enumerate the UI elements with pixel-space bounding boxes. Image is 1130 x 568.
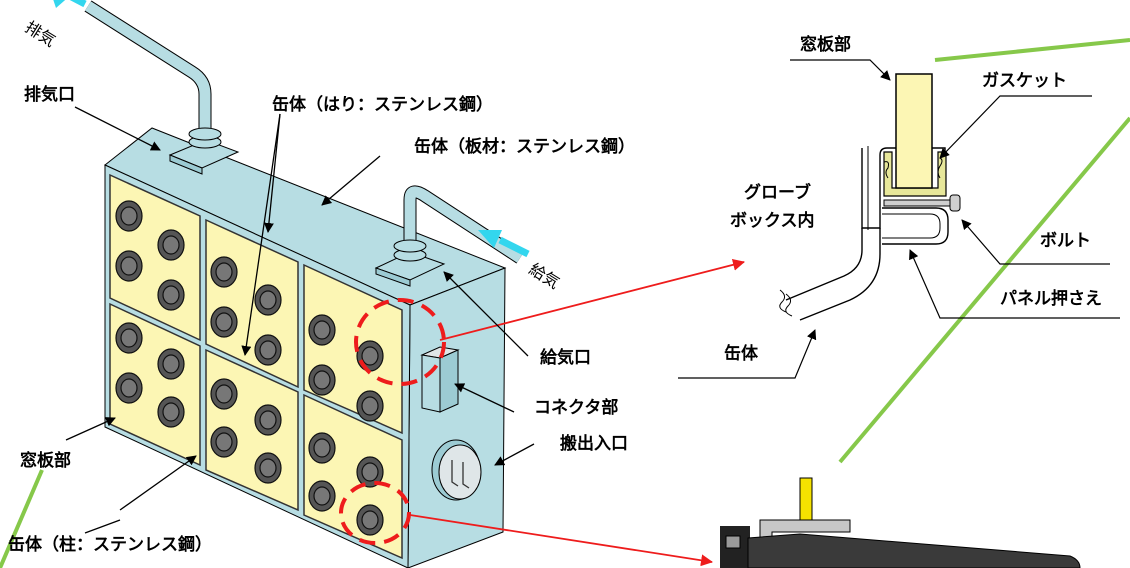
callout-arrow-detail-top bbox=[439, 258, 745, 341]
glove-port bbox=[356, 340, 384, 372]
highlight-circle-window-joint bbox=[354, 298, 446, 386]
leader-supply-port bbox=[443, 271, 529, 357]
glove-port bbox=[254, 404, 282, 436]
glove-port bbox=[210, 256, 238, 288]
leader-beam-2 bbox=[241, 113, 281, 356]
leader-window-panel bbox=[65, 417, 116, 441]
label-bolt: ボルト bbox=[1040, 231, 1091, 251]
label-glovebox-line2: ボックス内 bbox=[730, 211, 815, 231]
glove-port bbox=[210, 426, 238, 458]
leader-detail-gasket bbox=[939, 95, 1092, 159]
label-pillar: 缶体（柱：ステンレス鋼） bbox=[8, 535, 212, 555]
label-window-panel: 窓板部 bbox=[20, 451, 71, 471]
label-exhaust-port: 排気口 bbox=[24, 85, 75, 105]
leader-exhaust-port bbox=[74, 106, 161, 151]
glove-ports bbox=[115, 200, 384, 536]
glove-port bbox=[308, 432, 336, 464]
label-transfer-port: 搬出入口 bbox=[560, 434, 628, 454]
supply-pipe bbox=[374, 185, 524, 287]
label-gasket: ガスケット bbox=[982, 71, 1067, 91]
label-detail-window-panel: 窓板部 bbox=[800, 35, 851, 55]
label-plate: 缶体（板材：ステンレス鋼） bbox=[414, 137, 635, 157]
highlight-circle-bottom-joint bbox=[339, 481, 411, 545]
detail-bolt bbox=[883, 199, 955, 207]
label-beam: 缶体（はり：ステンレス鋼） bbox=[272, 95, 493, 115]
glove-port bbox=[157, 229, 185, 261]
cross-section-detail bbox=[678, 59, 1120, 379]
accent-line-left bbox=[0, 469, 44, 568]
glove-port bbox=[157, 396, 185, 428]
accent-line-top bbox=[934, 38, 1130, 62]
callout-arrow-detail-bottom bbox=[409, 514, 713, 567]
glove-port bbox=[308, 314, 336, 346]
leader-pillar-1 bbox=[119, 455, 197, 511]
transfer-port-icon bbox=[431, 439, 482, 501]
glove-port bbox=[157, 279, 185, 311]
leader-detail-bolt bbox=[961, 219, 1110, 265]
exhaust-arrow-icon bbox=[53, 0, 87, 8]
bottom-detail bbox=[720, 477, 1081, 568]
glove-port bbox=[115, 250, 143, 282]
leader-connector bbox=[454, 383, 515, 413]
glove-port bbox=[254, 284, 282, 316]
leader-lines bbox=[65, 106, 535, 534]
label-panel-holder: パネル押さえ bbox=[1000, 289, 1102, 309]
glove-port bbox=[254, 452, 282, 484]
leader-pillar-2 bbox=[84, 519, 121, 534]
glove-port bbox=[115, 322, 143, 354]
label-detail-body: 缶体 bbox=[724, 344, 758, 364]
supply-arrow-icon bbox=[478, 230, 530, 258]
glove-port bbox=[308, 364, 336, 396]
glove-port bbox=[210, 378, 238, 410]
glove-port bbox=[356, 390, 384, 422]
leader-detail-body bbox=[678, 329, 817, 379]
glove-port bbox=[254, 334, 282, 366]
accent-line-diagonal bbox=[838, 116, 1130, 464]
glove-port bbox=[356, 504, 384, 536]
connector-icon bbox=[420, 346, 460, 413]
leader-beam-1 bbox=[263, 113, 281, 233]
label-glovebox-line1: グローブ bbox=[744, 183, 811, 203]
leader-transfer-port bbox=[494, 443, 535, 466]
detail-panel-holder bbox=[882, 207, 949, 245]
detail-window-plate bbox=[895, 73, 933, 189]
leader-detail-panel-holder bbox=[909, 249, 1120, 319]
detail-body-wall bbox=[785, 228, 863, 301]
leader-plate bbox=[321, 155, 381, 206]
glove-port bbox=[356, 456, 384, 488]
glove-port bbox=[210, 306, 238, 338]
leader-detail-window bbox=[790, 59, 891, 81]
label-connector: コネクタ部 bbox=[534, 398, 619, 418]
glove-port bbox=[157, 348, 185, 380]
glove-port bbox=[115, 200, 143, 232]
label-supply-port: 給気口 bbox=[540, 348, 591, 368]
glove-port bbox=[308, 480, 336, 512]
exhaust-pipe bbox=[84, 0, 240, 175]
glove-port bbox=[115, 372, 143, 404]
